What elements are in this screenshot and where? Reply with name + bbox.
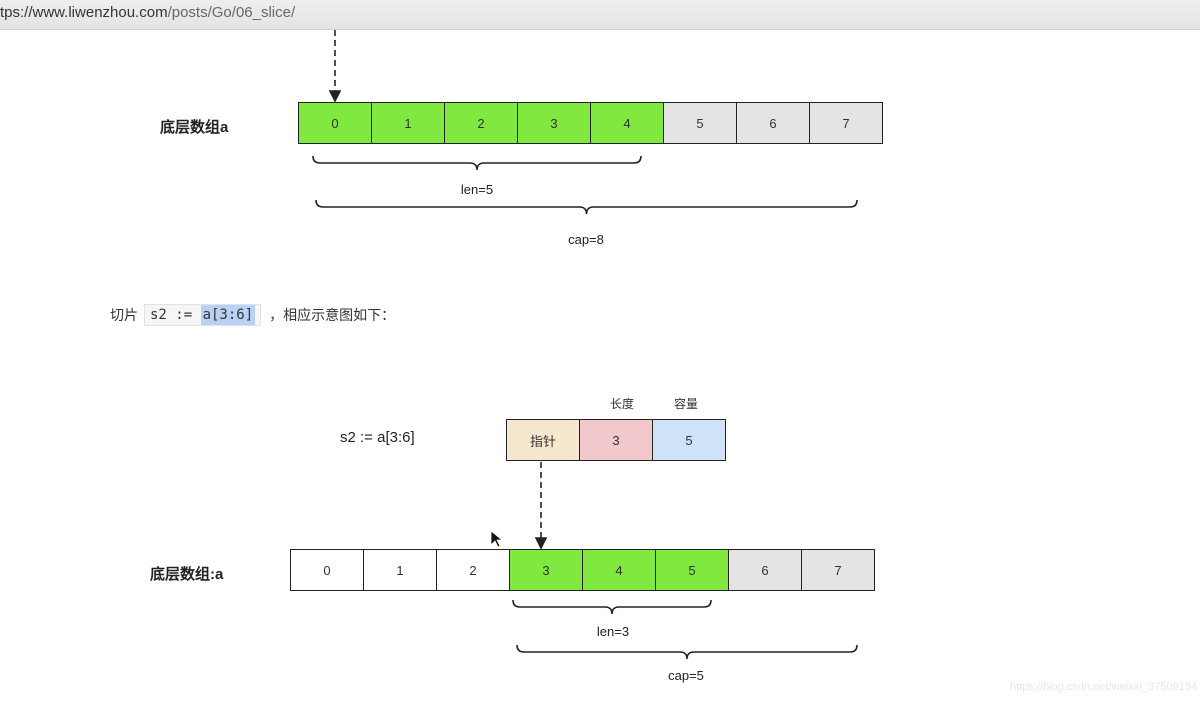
- array-cell: 7: [809, 102, 883, 144]
- array-cell: 4: [590, 102, 664, 144]
- array-cell: 2: [436, 549, 510, 591]
- browser-address-bar[interactable]: tps://www.liwenzhou.com/posts/Go/06_slic…: [0, 0, 1200, 30]
- len-brace-1: [312, 155, 642, 171]
- array-cell: 4: [582, 549, 656, 591]
- array-cell: 0: [298, 102, 372, 144]
- header-cap: 容量: [673, 397, 699, 411]
- struct-len: 3: [579, 419, 653, 461]
- array-cell: 7: [801, 549, 875, 591]
- pointer-arrow-2-head: [534, 537, 548, 550]
- code-plain: s2 :=: [150, 307, 201, 323]
- paragraph-prefix: 切片: [110, 307, 138, 323]
- array-cell: 3: [509, 549, 583, 591]
- mouse-cursor-icon: [490, 530, 504, 548]
- len-label-1: len=5: [460, 182, 494, 197]
- cap-brace-2: [516, 644, 858, 660]
- array-cell: 2: [444, 102, 518, 144]
- code-selected: a[3:6]: [200, 305, 256, 325]
- struct-pointer: 指针: [506, 419, 580, 461]
- cap-label-1: cap=8: [568, 232, 604, 247]
- watermark: https://blog.csdn.net/weixin_37509194: [1010, 681, 1198, 693]
- inline-code: s2 := a[3:6]: [144, 304, 262, 326]
- array-cell: 5: [663, 102, 737, 144]
- paragraph: 切片 s2 := a[3:6] ，相应示意图如下：: [110, 304, 395, 326]
- len-brace-2: [512, 599, 712, 615]
- array-label-2: 底层数组:a: [150, 566, 224, 583]
- len-label-2: len=3: [596, 624, 630, 639]
- array-cell: 1: [363, 549, 437, 591]
- cap-brace-1: [315, 199, 858, 215]
- array-cell: 6: [736, 102, 810, 144]
- array-cell: 0: [290, 549, 364, 591]
- paragraph-suffix: ，相应示意图如下：: [269, 307, 396, 323]
- slice-label: s2 := a[3:6]: [340, 429, 415, 446]
- array-cell: 1: [371, 102, 445, 144]
- array-cell: 3: [517, 102, 591, 144]
- array-label-1: 底层数组a: [160, 119, 229, 136]
- url-host: tps://www.liwenzhou.com: [0, 4, 168, 21]
- cap-label-2: cap=5: [668, 668, 704, 683]
- slice-struct: 指针 3 5: [506, 419, 726, 461]
- url-path: /posts/Go/06_slice/: [167, 4, 296, 21]
- array-cell: 5: [655, 549, 729, 591]
- array-cell: 6: [728, 549, 802, 591]
- url-text[interactable]: tps://www.liwenzhou.com/posts/Go/06_slic…: [0, 4, 295, 21]
- struct-cap: 5: [652, 419, 726, 461]
- pointer-arrow-1-head: [328, 90, 342, 103]
- header-len: 长度: [609, 397, 635, 411]
